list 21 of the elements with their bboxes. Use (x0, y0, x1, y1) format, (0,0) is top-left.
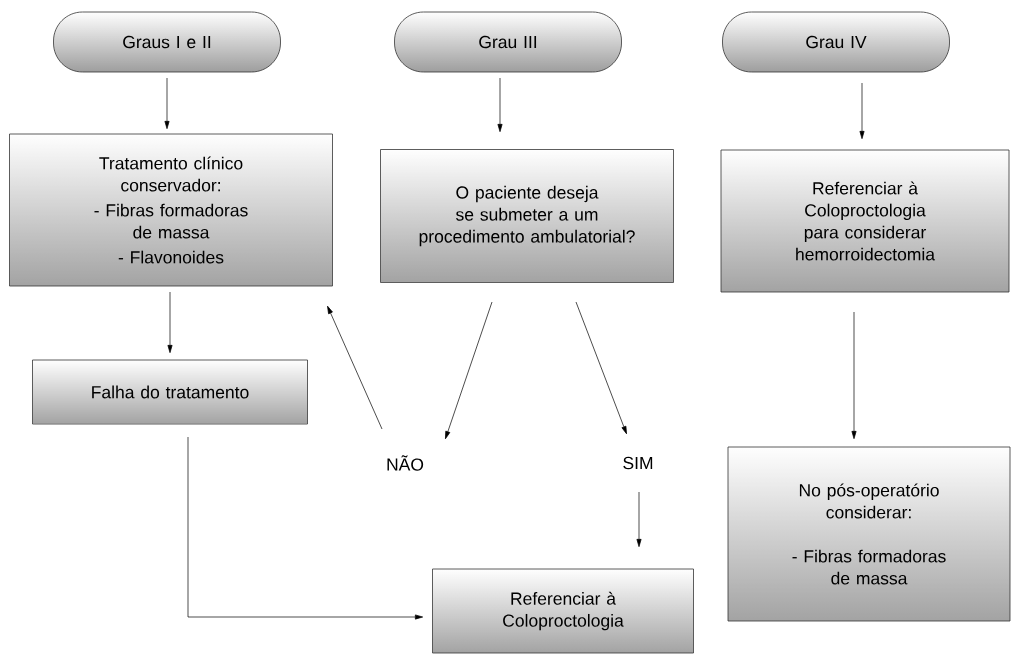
arrow (859, 82, 865, 140)
terminal-stadium: Grau III (394, 11, 622, 73)
process-box: Referenciar à Coloproctologia para considerar hemorroidectomia (720, 149, 1010, 293)
process-box: No pós-operatório considerar: - Fibras formadoras de massa (727, 446, 1011, 622)
arrow (327, 305, 383, 430)
arrow (164, 77, 170, 130)
arrow (575, 301, 627, 435)
branch-label: NÃO (387, 455, 424, 471)
process-box: Falha do tratamento (32, 359, 308, 425)
terminal-stadium: Grau IV (722, 11, 950, 73)
arrow (167, 291, 173, 354)
process-box: Referenciar à Coloproctologia (432, 568, 694, 654)
arrow (445, 301, 493, 440)
arrow (187, 436, 424, 620)
arrow (497, 77, 503, 133)
terminal-stadium: Graus I e II (53, 11, 281, 73)
decision-box: O paciente deseja se submeter a um procedimento ambulatorial? (380, 149, 674, 283)
branch-label: SIM (623, 456, 653, 470)
process-box: Tratamento clínico conservador: - Fibras formadoras de massa - Flavonoides (9, 133, 333, 287)
arrow (636, 491, 642, 548)
arrow (851, 311, 857, 440)
